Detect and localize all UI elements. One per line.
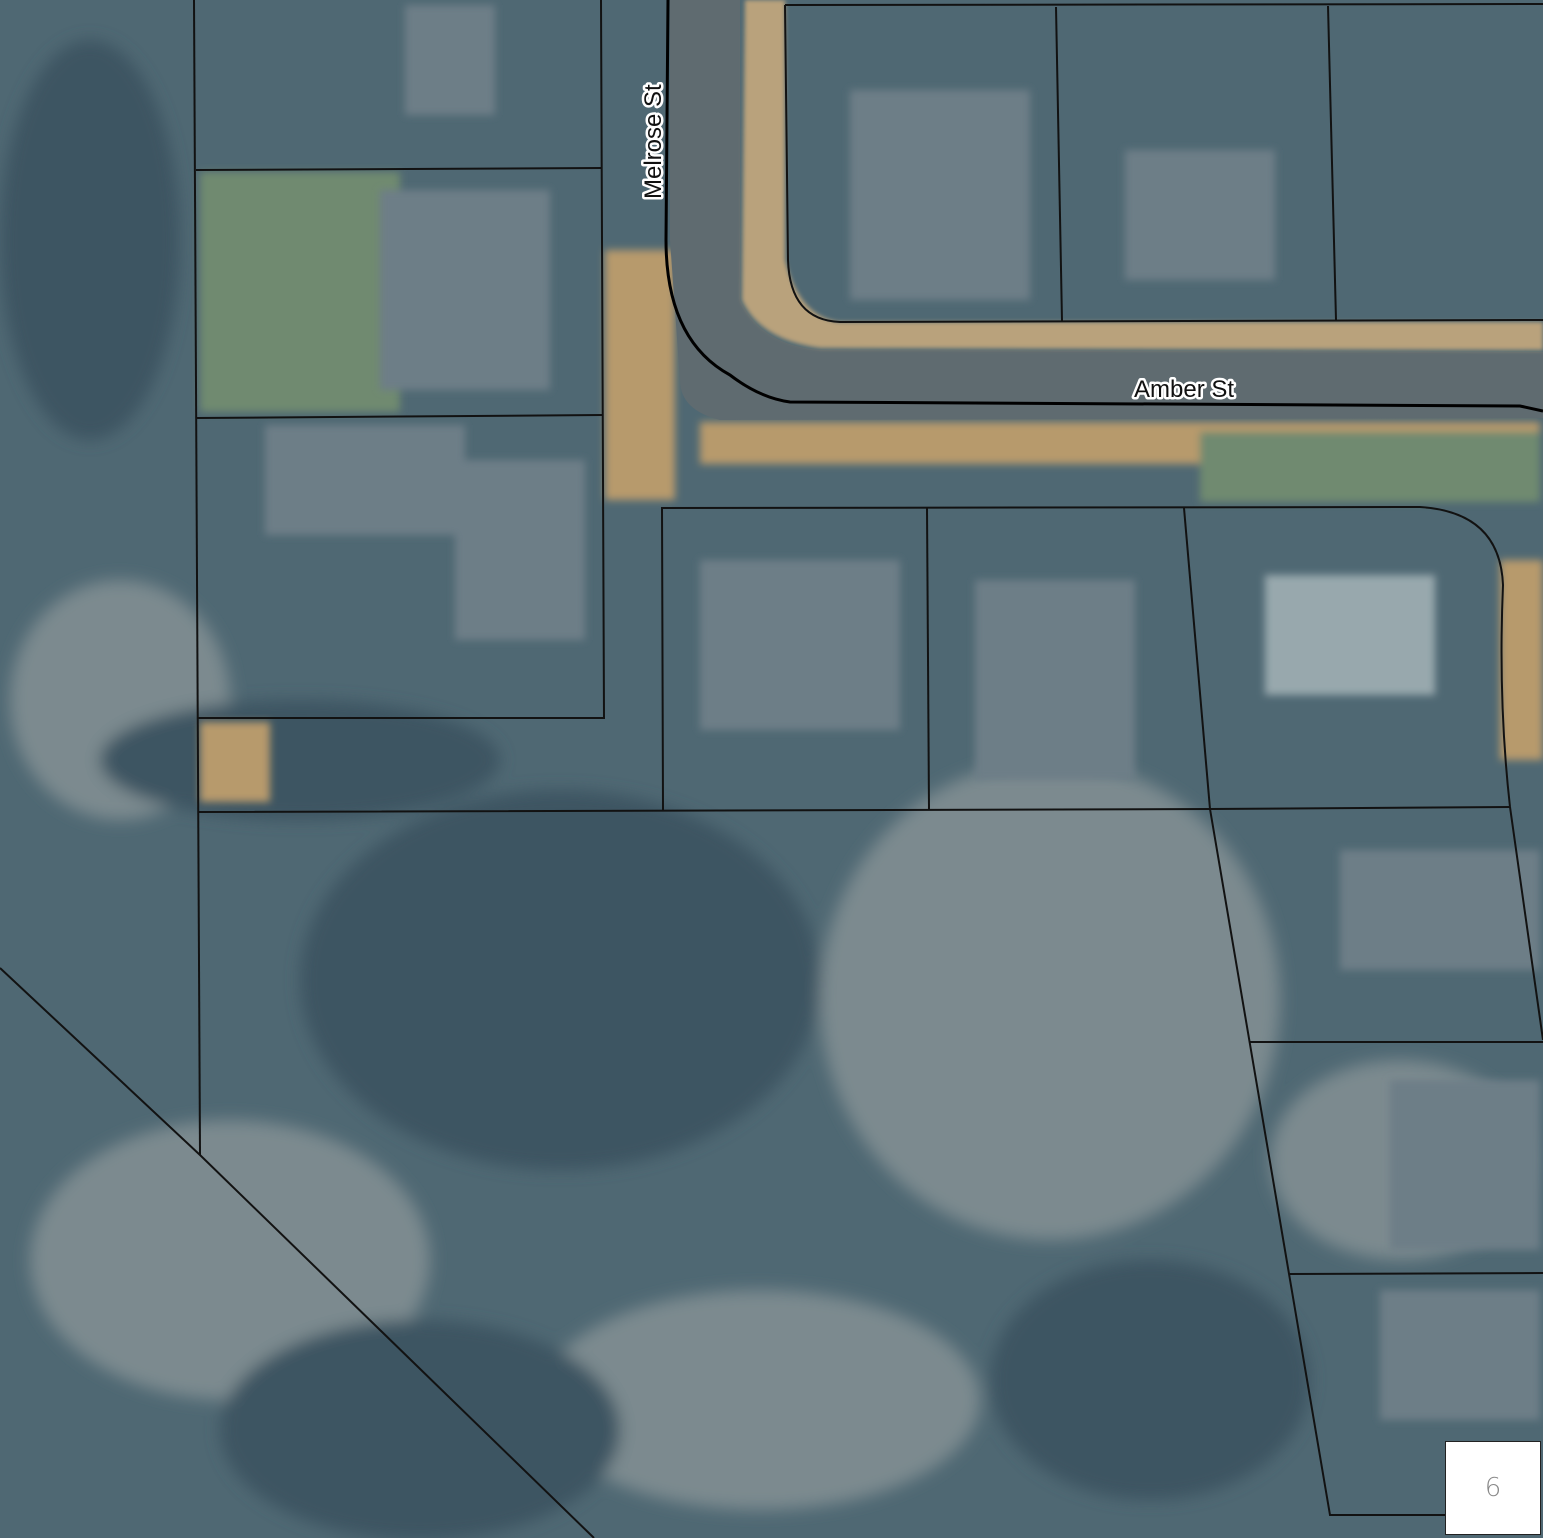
building-footprints: [265, 5, 1540, 1420]
road-surface: [670, 0, 1543, 420]
roadside-vegetation: [200, 172, 1543, 802]
page-number-box: 6: [1445, 1441, 1541, 1535]
street-label-amber: Amber St: [1134, 376, 1234, 403]
road-centerlines: [664, 0, 1543, 413]
page-number: 6: [1484, 1473, 1502, 1503]
street-label-melrose: Melrose St: [640, 84, 667, 199]
